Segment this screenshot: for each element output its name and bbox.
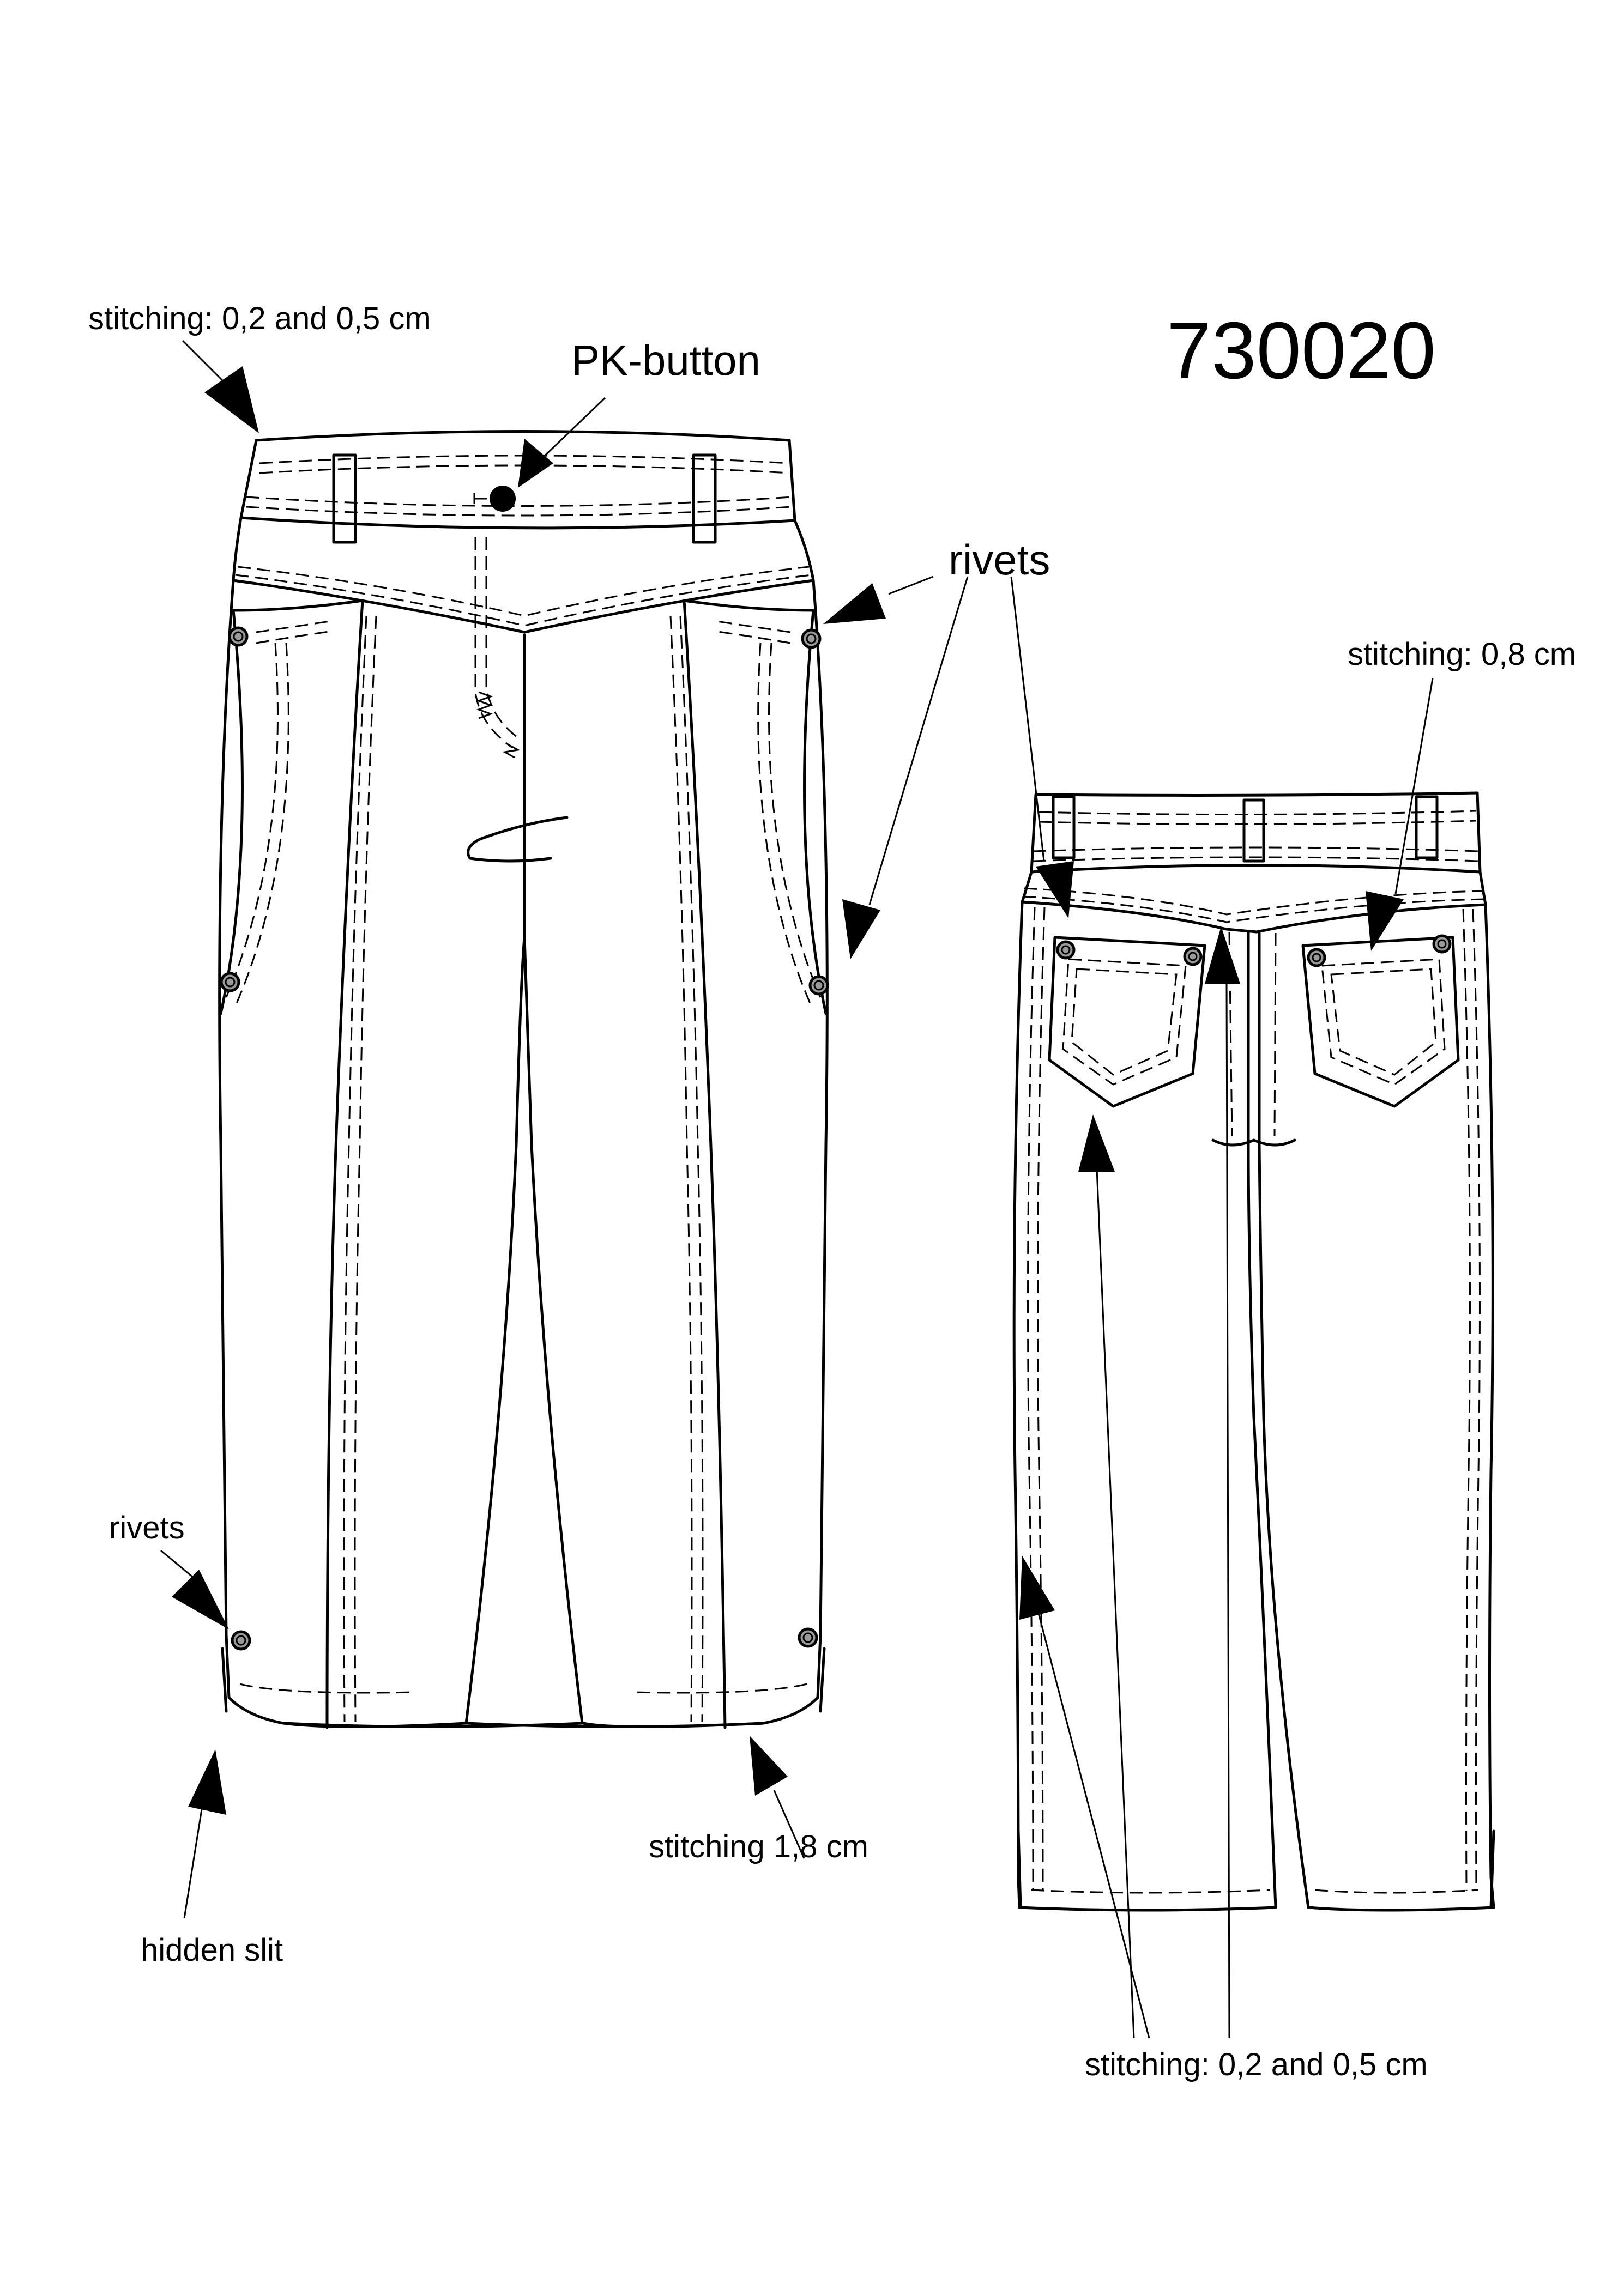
arrow-icon [1036,861,1074,918]
rivet-icon [228,626,249,647]
rivet-icon [801,628,822,649]
arrow-icon [188,1749,226,1815]
back-left-pocket [1048,936,1206,1108]
rivet-icon [798,1627,818,1648]
front-right-leg [464,579,829,1728]
back-right-pocket [1301,936,1460,1108]
pk-button [490,486,516,512]
front-belt-loop [692,453,717,544]
arrow-icon [1019,1556,1055,1620]
rivet-icon [231,1630,251,1651]
label-stitching-back-pocket: stitching: 0,8 cm [1348,637,1577,672]
front-yoke [232,516,815,634]
arrow-icon [1366,891,1404,951]
label-stitching-top-left: stitching: 0,2 and 0,5 cm [88,301,431,336]
back-belt-loop [1242,798,1265,863]
arrow-icon [823,583,886,624]
back-belt-loop [1052,795,1076,859]
front-belt-loop [332,453,357,544]
label-hidden-slit: hidden slit [141,1932,283,1968]
front-view [218,430,829,1729]
back-view [1012,791,1495,1912]
rivet-icon [1183,947,1203,966]
label-stitching-hem: stitching 1,8 cm [649,1829,868,1864]
front-left-pocket [232,599,364,1729]
front-fly [474,537,513,749]
rivet-icon [1432,934,1452,954]
label-stitching-back: stitching: 0,2 and 0,5 cm [1085,2047,1428,2082]
back-left-leg [1012,900,1277,1912]
rivet-icon [808,975,829,996]
label-rivets-hem: rivets [109,1510,185,1546]
rivet-icon [1056,940,1076,960]
label-rivets-front: rivets [949,536,1050,584]
arrow-icon [172,1570,229,1629]
back-belt-loop [1415,795,1439,859]
arrow-icon [518,439,553,488]
front-left-leg [218,579,584,1728]
fly-curve [467,633,569,939]
rivet-icon [220,972,240,992]
arrow-icon [842,899,880,959]
arrow-icon [1078,1114,1115,1172]
style-number: 730020 [1167,306,1436,396]
front-waistband [239,430,796,530]
back-right-leg [1258,903,1495,1912]
callouts [160,340,1434,2039]
arrow-icon [1205,926,1240,984]
arrow-icon [204,366,259,433]
arrow-icon [750,1736,788,1796]
rivet-icon [1307,948,1326,967]
label-pk-button: PK-button [571,336,760,384]
front-right-pocket [683,599,815,1729]
